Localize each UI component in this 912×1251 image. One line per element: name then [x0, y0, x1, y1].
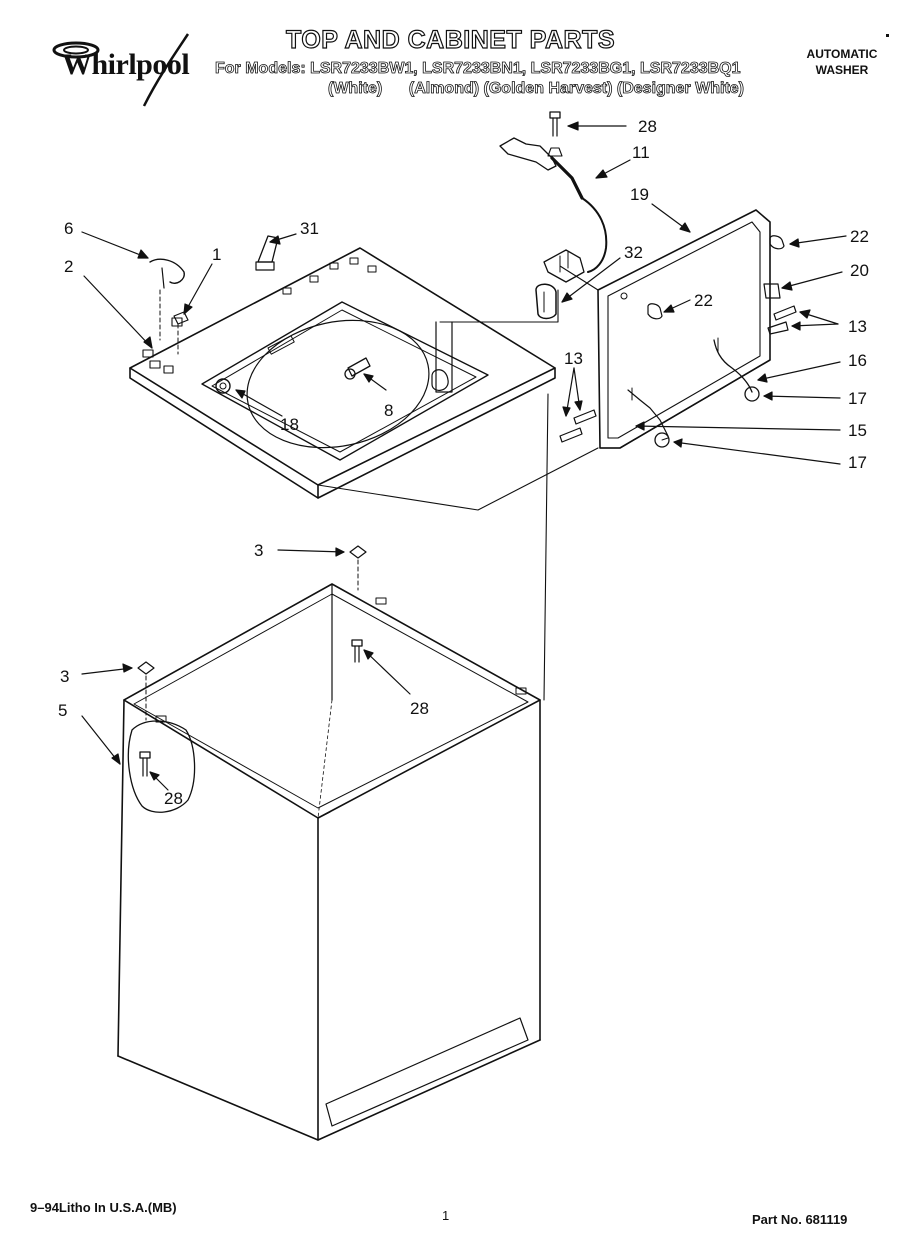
callout-19: 19 — [630, 185, 649, 204]
callout-17-a: 17 — [848, 389, 867, 408]
brand-logo: Whirlpool — [48, 28, 208, 108]
callout-28-low: 28 — [164, 789, 183, 808]
callout-18: 18 — [280, 415, 299, 434]
colors-line: (White) (Almond) (Golden Harvest) (Desig… — [328, 80, 745, 98]
top-panel — [129, 247, 556, 499]
callout-3-top: 3 — [254, 541, 263, 560]
callout-22-inner: 22 — [694, 291, 713, 310]
console-back-frame — [559, 209, 797, 449]
product-line-1: AUTOMATIC — [806, 47, 878, 61]
product-line-2: WASHER — [815, 63, 869, 77]
callout-13-left: 13 — [564, 349, 583, 368]
callout-labels: 28 11 19 6 31 22 2 1 32 20 22 13 13 16 8… — [58, 117, 869, 808]
litho-note: 9–94Litho In U.S.A.(MB) — [30, 1200, 177, 1215]
page-title: TOP AND CABINET PARTS — [285, 25, 616, 54]
callout-32: 32 — [624, 243, 643, 262]
logo-swoosh-icon — [52, 33, 190, 107]
callout-6: 6 — [64, 219, 73, 238]
callout-3-left: 3 — [60, 667, 69, 686]
callout-28-mid: 28 — [410, 699, 429, 718]
callout-8: 8 — [384, 401, 393, 420]
callout-17-b: 17 — [848, 453, 867, 472]
callout-15: 15 — [848, 421, 867, 440]
part-number: Part No. 681119 — [752, 1212, 848, 1227]
callout-1: 1 — [212, 245, 221, 264]
product-type: AUTOMATIC WASHER — [794, 46, 890, 78]
page-number: 1 — [442, 1208, 450, 1223]
callout-22-right: 22 — [850, 227, 869, 246]
corner-dot — [886, 34, 889, 37]
callout-16: 16 — [848, 351, 867, 370]
models-line: For Models: LSR7233BW1, LSR7233BN1, LSR7… — [215, 60, 741, 78]
callout-13-right: 13 — [848, 317, 867, 336]
wiring-harness — [499, 137, 608, 283]
leader-lines — [81, 121, 847, 791]
callout-20: 20 — [850, 261, 869, 280]
callout-31: 31 — [300, 219, 319, 238]
callout-5: 5 — [58, 701, 67, 720]
callout-28-top: 28 — [638, 117, 657, 136]
cabinet — [117, 393, 549, 1141]
callout-11: 11 — [632, 143, 650, 162]
brand-name: Whirlpool — [62, 48, 190, 81]
callout-2: 2 — [64, 257, 73, 276]
